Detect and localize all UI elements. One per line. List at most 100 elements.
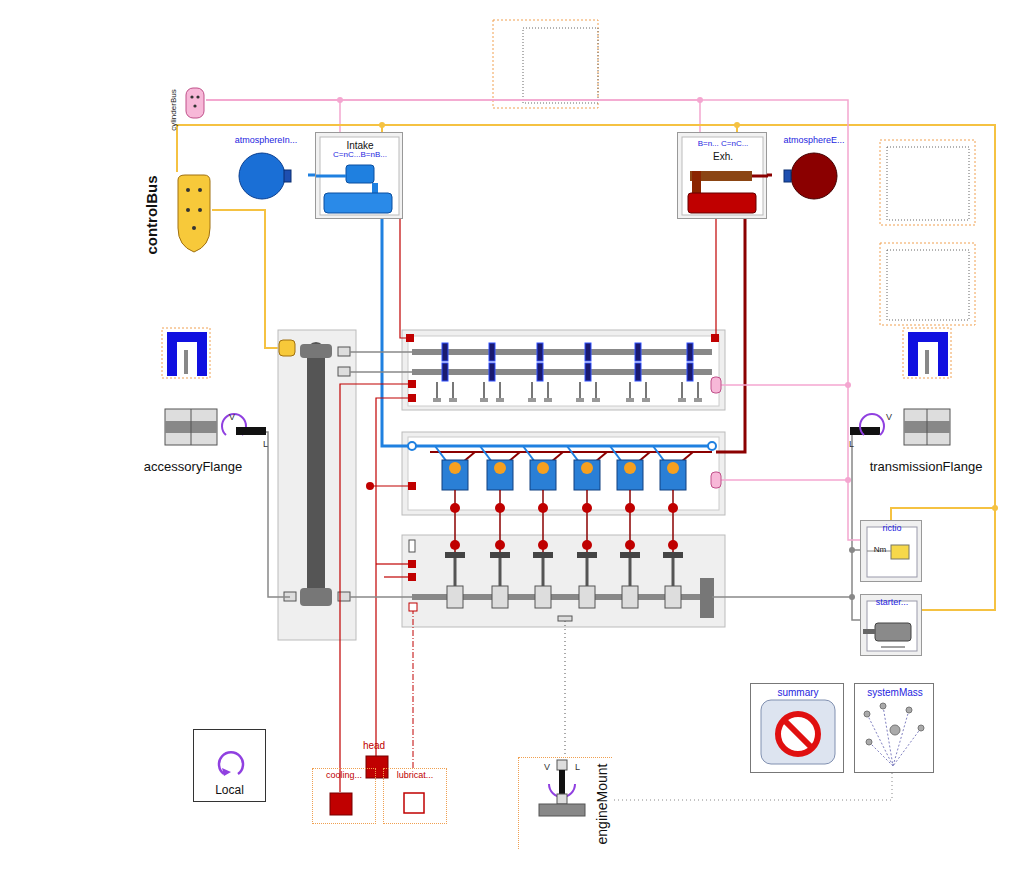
schematic-part [219,752,243,774]
schematic-part [186,88,204,118]
schematic-part [406,334,414,342]
node-label: Nm [869,546,891,555]
schematic-part [523,28,598,103]
schematic-part [366,756,388,778]
schematic-part [880,703,886,709]
schematic-part [408,560,416,568]
schematic-part [239,153,285,199]
schematic-part [880,140,975,225]
schematic-part [366,482,374,490]
schematic-part [626,343,650,402]
schematic-part [850,427,880,435]
connector-line [612,773,892,800]
schematic-part [682,137,763,215]
schematic-part [480,343,504,402]
schematic-part [761,700,835,764]
connector-line [206,100,860,540]
schematic-part [866,739,872,745]
schematic-part [752,175,768,178]
schematic-part [324,193,392,213]
node-label: atmosphereE... [772,136,856,146]
schematic-part [307,342,325,598]
node-label: systemMass [855,687,935,698]
schematic-part [867,527,917,577]
port-letter: V [544,763,550,773]
schematic-part [300,588,332,606]
schematic-part [711,472,721,488]
schematic-part [372,183,378,193]
mass-box: systemMass [854,683,934,773]
schematic-part [712,596,852,598]
schematic-part [266,352,860,620]
schematic-part [867,601,917,651]
schematic-part [412,349,712,355]
schematic-part [408,336,719,406]
schematic-part [413,608,414,768]
port-letter: L [263,440,268,450]
schematic-part [918,725,924,731]
bus-connector: cylinderBus [164,84,206,136]
schematic-part [864,703,924,745]
port-letter: L [575,763,580,773]
connector-line [177,125,995,610]
schematic-part [864,711,870,717]
schematic-part [903,328,951,378]
node-label: summary [751,687,845,698]
schematic-part [778,714,818,754]
schematic-part [653,446,693,608]
schematic-part [186,188,190,192]
schematic-part [350,351,412,353]
schematic-part [300,344,332,358]
starter-box: starter... [860,594,922,656]
schematic-part [192,226,196,230]
schematic-part [869,742,893,766]
node-label: Exh. [678,151,768,162]
schematic-part [408,482,416,490]
schematic-part [906,707,912,713]
schematic-part [370,485,408,486]
schematic-part [376,563,408,564]
schematic-part [715,212,716,338]
port-letter: V [886,413,892,423]
schematic-part [162,20,975,378]
schematic-part [198,188,202,192]
rotated-label: cylinderBus [170,89,179,130]
schematic-part [860,414,884,435]
flange-component: accessoryFlange [128,405,270,477]
schematic-part [236,427,266,435]
schematic-part [284,170,291,182]
schematic-part [720,479,848,481]
schematic-part [384,576,408,577]
schematic-part [167,332,207,376]
schematic-part [528,343,552,402]
schematic-part [278,330,356,640]
node-label: atmosphereIn... [224,136,308,146]
schematic-part [409,603,417,611]
schematic-part [708,442,716,450]
schematic-part [162,328,210,378]
schematic-part [222,768,231,776]
schematic-part [720,385,848,480]
flange-component: transmissionFlange [846,405,996,477]
exhaust-box: B=n... C=nC... Exh. [677,132,767,219]
schematic-part [887,250,969,320]
schematic-part [408,394,416,402]
schematic-part [567,446,607,608]
schematic-part [408,442,416,450]
schematic-part [198,208,202,212]
schematic-part [852,432,860,620]
schematic-part [867,706,921,766]
schematic-part [849,547,855,553]
schematic-part [279,340,295,356]
schematic-part [523,446,563,608]
node-label: B=n... C=nC... [678,140,768,149]
schematic-part [891,545,909,559]
schematic-part [559,770,565,794]
schematic-part [539,804,585,816]
schematic-part [376,398,408,756]
schematic-part [178,175,210,252]
schematic-part [190,95,193,98]
schematic-part [435,446,475,608]
schematic-part [493,20,598,108]
